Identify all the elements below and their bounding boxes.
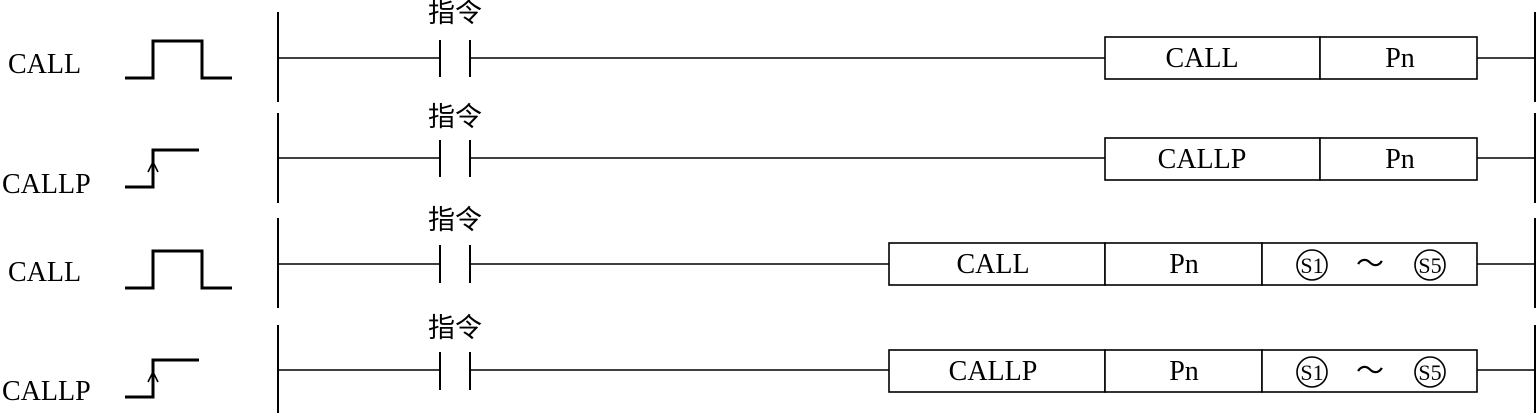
pulse-waveform-icon [125,39,232,80]
contact-label: 指令 [428,205,482,236]
rung-callp: CALLP 指令 CALLP Pn [2,102,1536,203]
instruction-label: CALL [8,257,81,288]
circle-marker-icon [1296,249,1328,281]
instruction-cell [888,349,1106,393]
rung-call-with-args: CALL 指令 CALL Pn S1 ～ S5 [8,205,1536,308]
contact-label: 指令 [428,313,482,344]
operand-cell [1319,36,1478,80]
instruction-cell-text: CALL [956,249,1029,280]
operand-cell [1319,137,1478,181]
pulse-waveform-icon [125,249,232,290]
instruction-cell [1104,137,1321,181]
rung-call: CALL 指令 CALL Pn [8,0,1536,102]
circle-marker-icon [1414,249,1446,281]
instruction-label: CALL [8,49,81,80]
operand-cell-text: Pn [1169,249,1199,280]
source-range-cell [1261,349,1478,393]
operand-cell-text: Pn [1385,43,1415,74]
range-separator: ～ [1356,249,1384,280]
rising-edge-arrow-icon [147,370,159,383]
operand-cell-text: Pn [1385,144,1415,175]
contact-label: 指令 [428,0,482,29]
instruction-label: CALLP [2,376,91,407]
rung-callp-with-args: CALLP 指令 CALLP Pn S1 ～ S5 [2,313,1536,413]
contact-label: 指令 [428,102,482,133]
instruction-cell-text: CALLP [949,356,1038,387]
range-end: S5 [1418,360,1441,385]
operand-cell-text: Pn [1169,356,1199,387]
instruction-cell-text: CALLP [1158,144,1247,175]
range-start: S1 [1300,253,1323,278]
circle-marker-icon [1296,356,1328,388]
rising-edge-waveform-icon [125,148,199,189]
rising-edge-waveform-icon [125,358,199,399]
range-start: S1 [1300,360,1323,385]
range-separator: ～ [1356,356,1384,387]
operand-cell [1104,242,1263,286]
instruction-label: CALLP [2,169,91,200]
circle-marker-icon [1414,356,1446,388]
instruction-cell [1104,36,1321,80]
rising-edge-arrow-icon [147,160,159,173]
range-end: S5 [1418,253,1441,278]
instruction-cell-text: CALL [1165,43,1238,74]
